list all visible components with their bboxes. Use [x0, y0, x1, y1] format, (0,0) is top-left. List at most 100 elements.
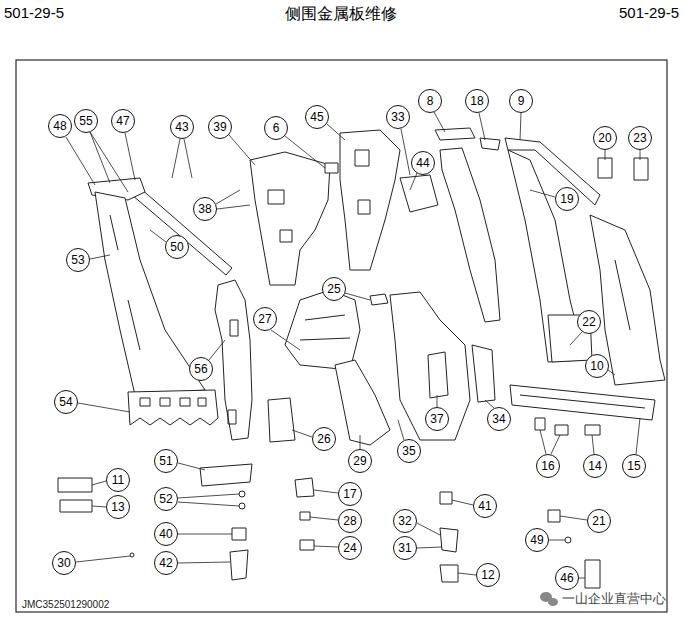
- small-bracket-part: [535, 418, 600, 435]
- callout-circle: 12: [476, 563, 500, 587]
- callout-circle: 30: [52, 551, 76, 575]
- callout-circle: 34: [487, 407, 511, 431]
- callout-circle: 24: [338, 536, 362, 560]
- d-pillar-part: [590, 215, 665, 385]
- watermark-icon: [548, 598, 558, 606]
- callout-circle: 20: [593, 126, 617, 150]
- callout-number: 13: [111, 501, 124, 513]
- callout-circle: 23: [628, 126, 652, 150]
- callout-number: 42: [159, 557, 172, 569]
- callout-number: 55: [79, 115, 92, 127]
- callout-number: 21: [592, 515, 605, 527]
- pillar-holes: [140, 398, 206, 406]
- callout-number: 20: [598, 132, 611, 144]
- callout-circle: 6: [264, 116, 288, 140]
- callout-circle: 42: [154, 551, 178, 575]
- callout-number: 35: [402, 445, 415, 457]
- callout-circle: 11: [106, 468, 130, 492]
- callout-number: 39: [213, 121, 226, 133]
- callout-number: 56: [194, 363, 207, 375]
- callout-circle: 52: [154, 487, 178, 511]
- callout-number: 38: [198, 203, 211, 215]
- callout-number: 28: [343, 515, 356, 527]
- callout-number: 22: [582, 316, 595, 328]
- callout-circle: 51: [154, 449, 178, 473]
- callout-number: 45: [310, 111, 323, 123]
- leader-lines: [66, 112, 640, 578]
- pillar-base-part: [128, 390, 218, 425]
- callout-circle: 37: [425, 407, 449, 431]
- callout-circle: 44: [411, 151, 435, 175]
- b-pillar-part: [215, 280, 252, 440]
- callout-number: 40: [159, 528, 172, 540]
- callout-circle: 39: [208, 115, 232, 139]
- callout-number: 33: [391, 111, 404, 123]
- reinforcement-part: [400, 175, 438, 212]
- callout-number: 26: [317, 433, 330, 445]
- callout-circle: 45: [305, 105, 329, 129]
- small-bracket-part: [295, 478, 314, 550]
- callout-number: 43: [175, 121, 188, 133]
- fastener: [239, 491, 245, 497]
- callout-circle: 27: [253, 307, 277, 331]
- small-bracket-part: [598, 158, 648, 180]
- callout-number: 8: [427, 95, 434, 107]
- callout-circle: 29: [348, 449, 372, 473]
- callout-number: 47: [116, 115, 129, 127]
- callout-circle: 46: [555, 566, 579, 590]
- callout-circle: 26: [312, 427, 336, 451]
- callout-number: 37: [430, 413, 443, 425]
- page-frame: [16, 60, 667, 612]
- callout-number: 27: [258, 313, 271, 325]
- callout-circle: 13: [106, 495, 130, 519]
- sill-rail-part: [510, 385, 655, 420]
- callout-number: 19: [560, 193, 573, 205]
- callout-circle: 56: [189, 357, 213, 381]
- callout-circle: 8: [418, 89, 442, 113]
- wheelhouse-part: [285, 290, 360, 370]
- callout-circle: 53: [66, 248, 90, 272]
- callout-number: 48: [53, 120, 66, 132]
- callout-circle: 28: [338, 509, 362, 533]
- clip-part: [370, 294, 388, 305]
- callout-number: 15: [627, 460, 640, 472]
- callout-circle: 48: [48, 114, 72, 138]
- callout-circle: 38: [193, 197, 217, 221]
- callout-number: 49: [530, 534, 543, 546]
- callout-number: 32: [398, 515, 411, 527]
- fastener: [239, 503, 245, 509]
- callout-circle: 32: [393, 509, 417, 533]
- callout-number: 46: [560, 572, 573, 584]
- small-bracket-part: [58, 478, 92, 512]
- callout-number: 53: [71, 254, 84, 266]
- callout-number: 16: [541, 460, 554, 472]
- watermark: 一山企业直营中心: [562, 592, 666, 606]
- callout-circle: 25: [322, 277, 346, 301]
- callout-circle: 49: [525, 528, 549, 552]
- patch-part: [428, 345, 495, 402]
- callout-number: 34: [492, 413, 505, 425]
- roof-rail-part: [128, 185, 232, 275]
- pillar-inner-part: [440, 148, 500, 322]
- page-number: 501-29-5: [619, 5, 679, 22]
- inner-panel-part: [250, 152, 330, 285]
- callout-circle: 33: [386, 105, 410, 129]
- callout-circle: 19: [555, 187, 579, 211]
- callout-number: 54: [59, 396, 72, 408]
- callout-circle: 10: [585, 354, 609, 378]
- callout-circle: 14: [583, 454, 607, 478]
- callout-number: 10: [590, 360, 603, 372]
- inner-panel-part: [340, 130, 400, 270]
- callout-circle: 54: [54, 390, 78, 414]
- callout-circle: 18: [465, 89, 489, 113]
- callout-number: 9: [518, 95, 525, 107]
- callout-circle: 31: [393, 536, 417, 560]
- callout-number: 25: [327, 283, 340, 295]
- callout-circle: 22: [577, 310, 601, 334]
- wheelhouse-part: [335, 360, 390, 445]
- callout-number: 12: [481, 569, 494, 581]
- callout-number: 30: [57, 557, 70, 569]
- callout-number: 6: [273, 122, 280, 134]
- figure-code: JMC352501290002: [22, 599, 109, 610]
- callout-circle: 15: [622, 454, 646, 478]
